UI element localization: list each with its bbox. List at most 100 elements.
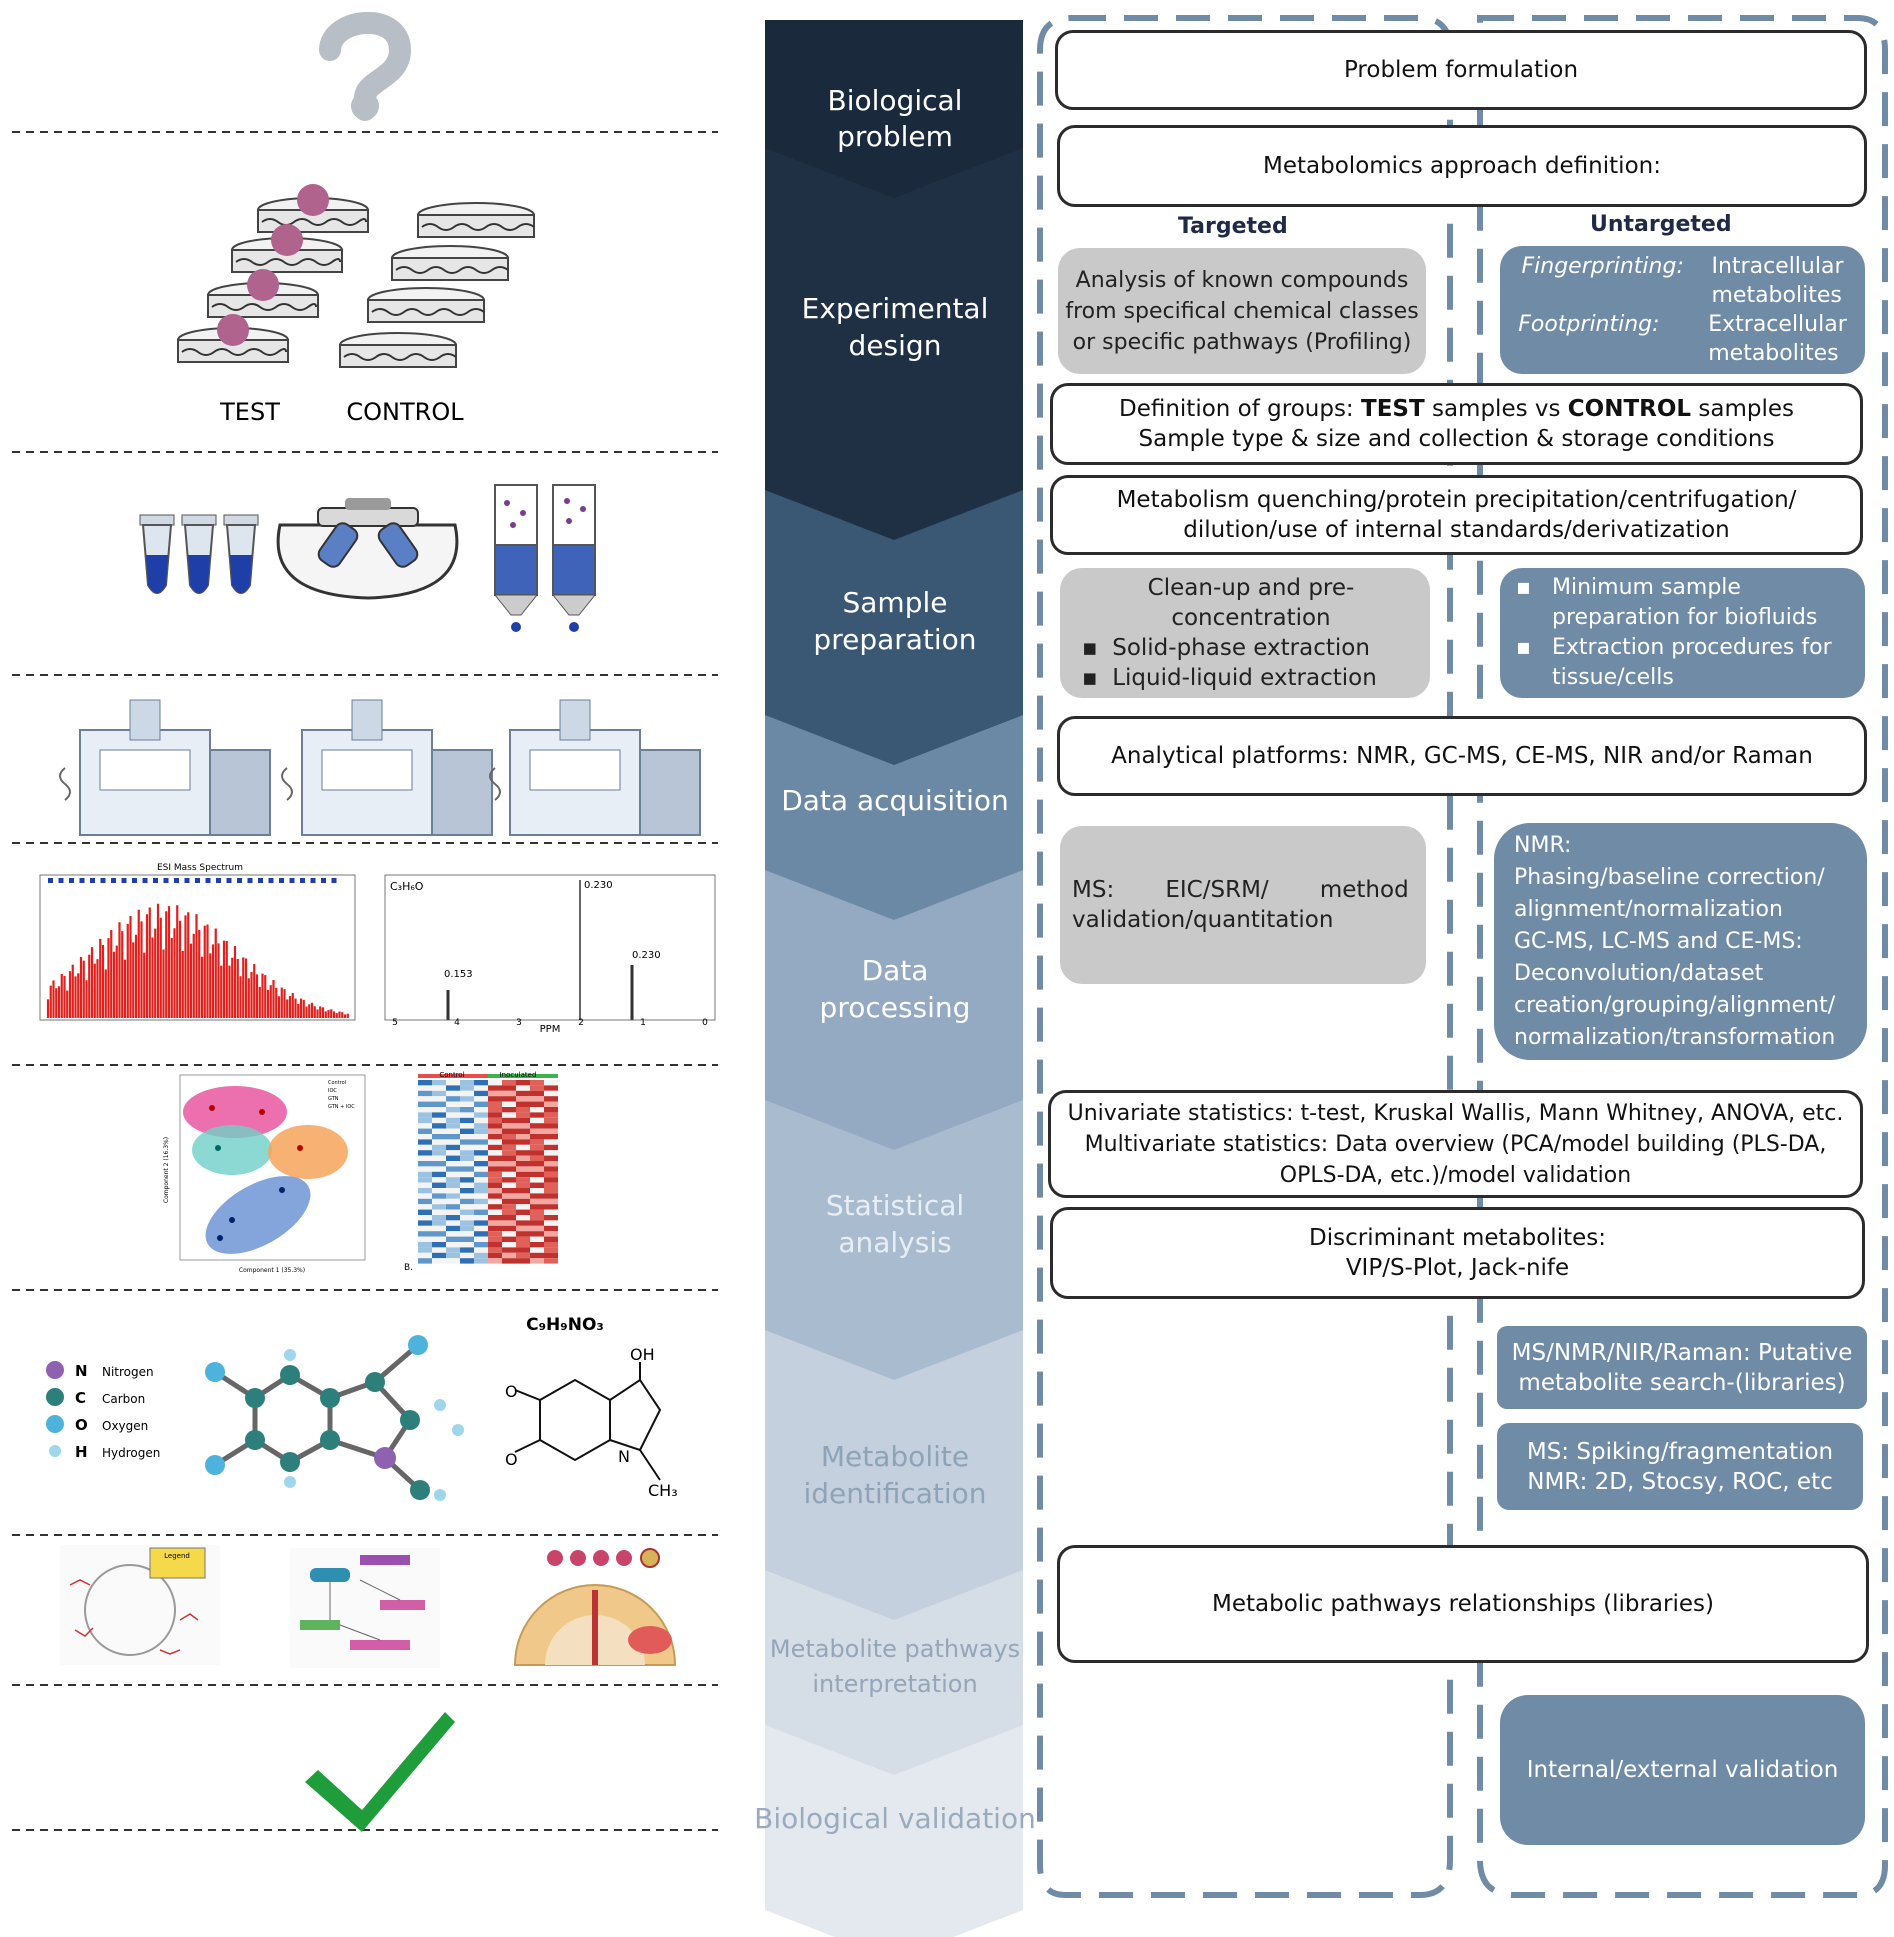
heatmap-cell [516, 1134, 530, 1140]
stage-label-3-line-2: preparation [813, 623, 976, 656]
heatmap-cell [488, 1155, 502, 1161]
heatmap-cell [502, 1166, 516, 1172]
heatmap-cell [474, 1112, 488, 1118]
heatmap-cell [502, 1242, 516, 1248]
ms-marker [310, 878, 316, 883]
heatmap-group-control: Control [439, 1071, 464, 1079]
heatmap-cell [544, 1204, 558, 1210]
ms-marker [184, 878, 190, 883]
heatmap-cell [446, 1096, 460, 1102]
heatmap-cell [530, 1247, 544, 1253]
heatmap-cell [530, 1225, 544, 1232]
heatmap-cell [474, 1161, 488, 1167]
spe-columns-icon [493, 484, 597, 632]
heatmap-cell [418, 1101, 432, 1107]
heatmap-cell [474, 1101, 488, 1107]
heatmap-cell [544, 1215, 558, 1221]
structure-n: N [618, 1447, 630, 1466]
heatmap-cell [516, 1204, 530, 1210]
ms-marker [153, 878, 158, 883]
heatmap-cell [488, 1085, 502, 1091]
heatmap-cell [474, 1231, 488, 1237]
heatmap-cell [544, 1166, 558, 1172]
heatmap-cell [460, 1144, 474, 1151]
heatmap-cell [474, 1139, 488, 1145]
fingerprinting-value-1: Intracellular [1711, 254, 1844, 279]
heatmap-cell [502, 1134, 516, 1140]
problem-formulation-text: Problem formulation [1343, 57, 1579, 83]
heatmap-cell [418, 1085, 432, 1091]
heatmap-cell [460, 1225, 474, 1232]
heatmap-cell [460, 1139, 474, 1145]
heatmap-cell [418, 1182, 432, 1188]
heatmap-cell [544, 1128, 558, 1134]
heatmap-cell [418, 1188, 432, 1194]
heatmap-cell [516, 1209, 530, 1215]
ms-marker [289, 878, 295, 883]
heatmap-cell [488, 1209, 502, 1215]
heatmap-cell [474, 1085, 488, 1091]
heatmap-cell [502, 1188, 516, 1194]
stage-label-4-line-1: Data acquisition [781, 784, 1009, 817]
heatmap-cell [544, 1155, 558, 1161]
atom-o-sym: O [75, 1416, 88, 1434]
heatmap-cell [544, 1242, 558, 1248]
atom-c-name: Carbon [102, 1392, 145, 1406]
heatmap-cell [502, 1215, 516, 1221]
footprinting-value-1: Extracellular [1708, 312, 1847, 337]
heatmap-cell [502, 1080, 516, 1086]
footprinting-key: Footprinting: [1518, 312, 1660, 337]
heatmap-cell [460, 1182, 474, 1188]
heatmap-cell [460, 1166, 474, 1172]
heatmap-cell [502, 1128, 516, 1134]
heatmap-cell [544, 1198, 558, 1205]
pathway-map-1: Legend [60, 1545, 220, 1665]
ms-marker [300, 878, 305, 883]
structure-o-bottom: O [505, 1450, 518, 1469]
heatmap-cell [516, 1171, 530, 1178]
cleanup-item-1: ▪ Solid-phase extraction [1082, 635, 1370, 661]
quenching-line-1: Metabolism quenching/protein precipitati… [1116, 487, 1797, 513]
control-label: CONTROL [346, 398, 464, 426]
heatmap-cell [502, 1209, 516, 1215]
heatmap-cell [530, 1155, 544, 1161]
heatmap-cell [432, 1112, 446, 1118]
putative-line-2: metabolite search-(libraries) [1518, 1369, 1846, 1396]
heatmap-cell [418, 1166, 432, 1172]
heatmap-cell [516, 1236, 530, 1242]
heatmap-cell [502, 1225, 516, 1232]
heatmap-cell [502, 1117, 516, 1124]
stage-label-2-line-2: design [849, 329, 942, 362]
heatmap-cell [446, 1101, 460, 1107]
heatmap-cell [516, 1177, 530, 1183]
statistics-line-2: Multivariate statistics: Data overview (… [1084, 1131, 1827, 1157]
heatmap-cell [516, 1220, 530, 1226]
heatmap-cell [516, 1144, 530, 1151]
nmr-processing-line-2: Phasing/baseline correction/ [1514, 864, 1825, 890]
nmr-tick-label: 2 [578, 1018, 584, 1028]
untargeted-header: Untargeted [1590, 212, 1732, 237]
cleanup-title: Clean-up and pre-concentration [1147, 575, 1355, 631]
heatmap-cell [460, 1236, 474, 1242]
pca-legend-2: GTN [328, 1096, 339, 1102]
ms-marker [226, 878, 232, 883]
heatmap-cell [418, 1096, 432, 1102]
pca-ylabel: Component 2 (16.3%) [163, 1137, 170, 1203]
pca-legend-1: IOC [328, 1088, 337, 1094]
heatmap-cell [432, 1242, 446, 1248]
statistics-line-3: OPLS-DA, etc.)/model validation [1279, 1162, 1632, 1188]
heatmap-cell [446, 1150, 460, 1156]
heatmap-cell [432, 1193, 446, 1199]
heatmap-cell [460, 1123, 474, 1129]
stage-label-8-line-2: interpretation [812, 1670, 977, 1698]
cleanup-box: Clean-up and pre-concentration ▪ Solid-p… [1060, 568, 1430, 698]
atom-n-name: Nitrogen [102, 1365, 154, 1379]
heatmap-cell [502, 1101, 516, 1107]
mass-spectrum-chart: ESI Mass Spectrum [39, 863, 356, 1021]
nmr-tick-label: 0 [702, 1018, 708, 1028]
heatmap-cell [544, 1150, 558, 1156]
heatmap-cell [530, 1177, 544, 1183]
heatmap-cell [418, 1242, 432, 1248]
